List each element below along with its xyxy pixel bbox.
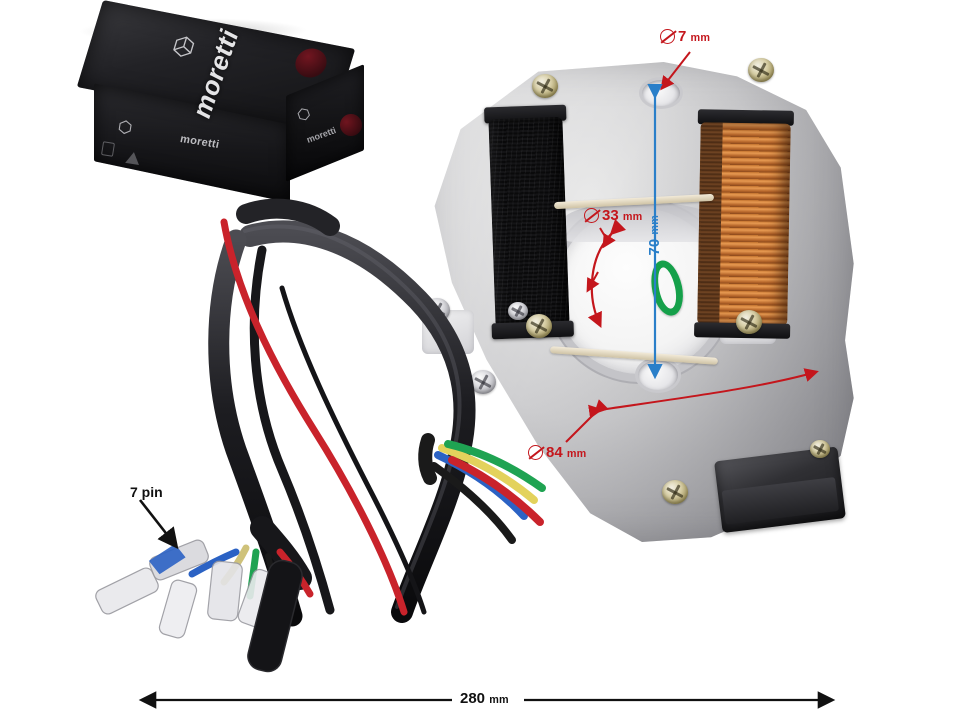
- dimension-value-70mm: 70: [646, 238, 663, 256]
- screw-bottom: [662, 480, 688, 504]
- screw-right-mid: [736, 310, 762, 334]
- wiring-harness: [60, 190, 540, 690]
- screw-pulsar: [810, 440, 830, 458]
- dimension-value-7mm: 7: [678, 28, 687, 45]
- connector-label-7pin: 7 pin: [130, 484, 163, 500]
- dimension-label-7mm: 7 mm: [660, 28, 710, 45]
- product-packaging-box: moretti moretti moretti: [73, 0, 378, 203]
- dimension-label-280mm: 280 mm: [460, 690, 509, 707]
- diameter-symbol-icon: [660, 29, 675, 44]
- caution-triangle-icon: [125, 150, 141, 166]
- moretti-logo-icon: [173, 36, 195, 57]
- mounting-hole-top: [642, 80, 680, 106]
- diameter-symbol-icon: [528, 445, 543, 460]
- recycle-logo-icon: [118, 120, 132, 135]
- pulsar-coil-body: [714, 446, 846, 534]
- dimension-label-33mm: 33 mm: [584, 207, 642, 224]
- copper-charging-coil: [694, 109, 794, 339]
- dimension-unit-280mm: mm: [489, 694, 509, 706]
- dimension-unit-70mm: mm: [649, 215, 661, 235]
- diameter-symbol-icon: [584, 208, 599, 223]
- dimension-label-70mm: 70 mm: [646, 215, 663, 255]
- dimension-unit-84mm: mm: [566, 448, 587, 460]
- moretti-logo-side-icon: [297, 108, 310, 121]
- dimension-value-280mm: 280: [460, 690, 486, 707]
- mounting-hole-bottom: [638, 360, 678, 390]
- screw-center-left: [526, 314, 552, 338]
- warning-icon: [100, 141, 116, 157]
- screw-top-right: [748, 58, 774, 82]
- dimension-unit-33mm: mm: [622, 211, 643, 223]
- copper-coil-shadow-side: [697, 122, 723, 325]
- screw-top-left: [532, 74, 558, 98]
- dimension-label-84mm: 84 mm: [528, 444, 586, 461]
- screw-center-small: [508, 302, 528, 320]
- dimension-value-33mm: 33: [602, 207, 619, 224]
- dimension-value-84mm: 84: [546, 444, 563, 461]
- dimension-unit-7mm: mm: [690, 32, 711, 44]
